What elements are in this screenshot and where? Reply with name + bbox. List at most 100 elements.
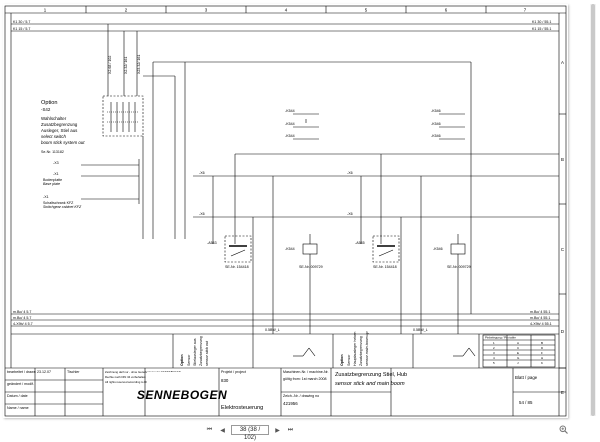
- col-label: 4: [285, 8, 288, 13]
- legend-option: Option: [180, 354, 184, 366]
- terminal-label: -X6: [199, 212, 205, 216]
- schematic-drawing: 1 2 3 4 5 6 7 A B C D E K1 30 / 5.7 K1 1…: [4, 5, 567, 417]
- legend-line: Sensor: [347, 354, 351, 366]
- ref-cell: J: [517, 361, 519, 365]
- tb-title-en: sensor stick and main boom: [335, 381, 405, 387]
- tb-value: Tischler: [67, 370, 80, 374]
- tb-title-de: Zusatzbegrenzung Stiel, Hub: [335, 372, 407, 378]
- col-label: 3: [205, 8, 208, 13]
- col-label: 7: [524, 8, 527, 13]
- rail-label: K1 15 / 5.7: [13, 27, 30, 31]
- relay-label: -K544: [285, 109, 295, 113]
- ref-cell: 4: [493, 356, 495, 360]
- terminal-label: -X3: [53, 161, 59, 165]
- sensor-label: -A545: [355, 241, 365, 245]
- svg-text:SENNEBOGEN: SENNEBOGEN: [137, 388, 227, 402]
- relay-label: -K546: [433, 247, 443, 251]
- row-label: C: [561, 247, 564, 252]
- ref-table-title: Pinbelegung / Pin table: [485, 336, 516, 340]
- row-label: B: [561, 157, 564, 162]
- ref-cell: D: [541, 346, 544, 350]
- wire-number: 0.5BW_L: [413, 328, 428, 332]
- ref-cell: A: [517, 341, 519, 345]
- location-label: Switchgear cabinet KFZ: [43, 205, 82, 209]
- switch-desc: Ausleger, Stiel aus: [41, 128, 78, 133]
- location-label: Bodenplatte: [43, 178, 62, 182]
- wire-ref: X2.68 / 102: [108, 56, 112, 74]
- tb-value: 421956: [283, 401, 298, 406]
- legend-line: Stielausleger aus: [193, 338, 197, 366]
- tb-note: Rechte nach DIN 34 vorbehalten: [105, 375, 146, 379]
- rail-label: K1 15 / 55.1: [532, 27, 551, 31]
- relay-label: -K544: [285, 247, 295, 251]
- location-label: Schaltschrank KFZ: [43, 201, 74, 205]
- page-navigator: ⏮ ◀ 38 (38 / 102) ▶ ⏭: [205, 424, 295, 441]
- legend-line: Hauptausleger heben: [353, 332, 357, 366]
- relay-label: -K546: [431, 109, 441, 113]
- wire-ref: X2.32/ 161: [124, 57, 128, 74]
- legend-line: Zusatzbegrenzung: [359, 336, 363, 366]
- scrollbar-thumb[interactable]: [591, 4, 595, 416]
- sheet-frame: [4, 5, 567, 417]
- tb-label: Name / name: [7, 406, 29, 410]
- ref-cell: H: [541, 356, 543, 360]
- switch-desc: Zusatzbegrenzung: [41, 122, 78, 127]
- relay-label: -K546: [431, 134, 441, 138]
- switch-desc: Wahlschalter: [41, 116, 67, 121]
- tb-elektro: Elektrosteuerung: [221, 405, 263, 411]
- wire-ref: X23.32/ 161: [137, 55, 141, 74]
- tb-note: All rights reserved according to DIN 34: [105, 380, 153, 384]
- legend-option: Option: [340, 354, 344, 366]
- rail-label: m.Bo/ 4 5.7: [13, 316, 31, 320]
- first-page-icon[interactable]: ⏮: [206, 426, 213, 433]
- row-label: E: [561, 390, 564, 395]
- tb-label: Zeich.-Nr. / drawing no: [283, 394, 319, 398]
- option-label: Option: [41, 100, 57, 106]
- terminal-label: -X1: [53, 172, 59, 176]
- relay-label: -K544: [285, 134, 295, 138]
- col-label: 1: [44, 8, 47, 13]
- component-id: -S42: [41, 107, 51, 112]
- ref-cell: B: [541, 341, 543, 345]
- rail-label: m.Bo/ 4 5.7: [13, 310, 31, 314]
- terminal-label: -X6: [199, 171, 205, 175]
- zoom-in-icon[interactable]: [558, 424, 568, 434]
- page-number-input[interactable]: 38 (38 / 102): [231, 425, 269, 441]
- rail-label: m.Bo/ 4 55.1: [530, 310, 550, 314]
- legend-line: sensor main boom up: [365, 331, 369, 366]
- tb-value: 830: [221, 378, 229, 383]
- tb-label: Maschinen-Nr. / machine-Nr.: [283, 370, 329, 374]
- ref-cell: 2: [493, 346, 495, 350]
- tb-label: Datum / date: [7, 394, 28, 398]
- ref-cell: F: [541, 351, 543, 355]
- ref-cell: 1: [493, 341, 495, 345]
- terminal-label: -X6: [347, 171, 353, 175]
- col-label: 5: [365, 8, 368, 13]
- rail-label: K1 30 / 5.7: [13, 20, 30, 24]
- ref-cell: C: [517, 346, 520, 350]
- tb-value: 23.12.07: [37, 370, 51, 374]
- terminal-label: -X6: [347, 212, 353, 216]
- part-number: SE-Nr. 154418: [373, 265, 397, 269]
- location-label: Base plate: [43, 182, 60, 186]
- row-label: A: [561, 60, 564, 65]
- tb-value: 54 / 85: [519, 400, 533, 405]
- last-page-icon[interactable]: ⏭: [287, 426, 294, 433]
- previous-page-icon[interactable]: ◀: [220, 427, 225, 434]
- relay-label: -K544: [285, 122, 295, 126]
- legend-line: sensor stick out: [205, 340, 209, 366]
- row-label: D: [561, 329, 564, 334]
- wire-number: 0.5BW_L: [265, 328, 280, 332]
- tb-label: Blatt / page: [515, 375, 538, 380]
- tb-value: gültig from: 1st march 2008: [283, 377, 327, 381]
- col-label: 2: [125, 8, 128, 13]
- vertical-scrollbar[interactable]: [590, 4, 596, 416]
- ref-cell: K: [541, 361, 543, 365]
- next-page-icon[interactable]: ▶: [275, 427, 280, 434]
- part-number: Se-Nr. 113182: [41, 150, 64, 154]
- rail-label: m.Bo/ 4 55.1: [530, 316, 550, 320]
- sennebogen-logo: SENNEBOGEN: [137, 372, 227, 412]
- switch-desc: boom stick system out: [41, 140, 85, 145]
- tb-label: geändert / modif.: [7, 382, 34, 386]
